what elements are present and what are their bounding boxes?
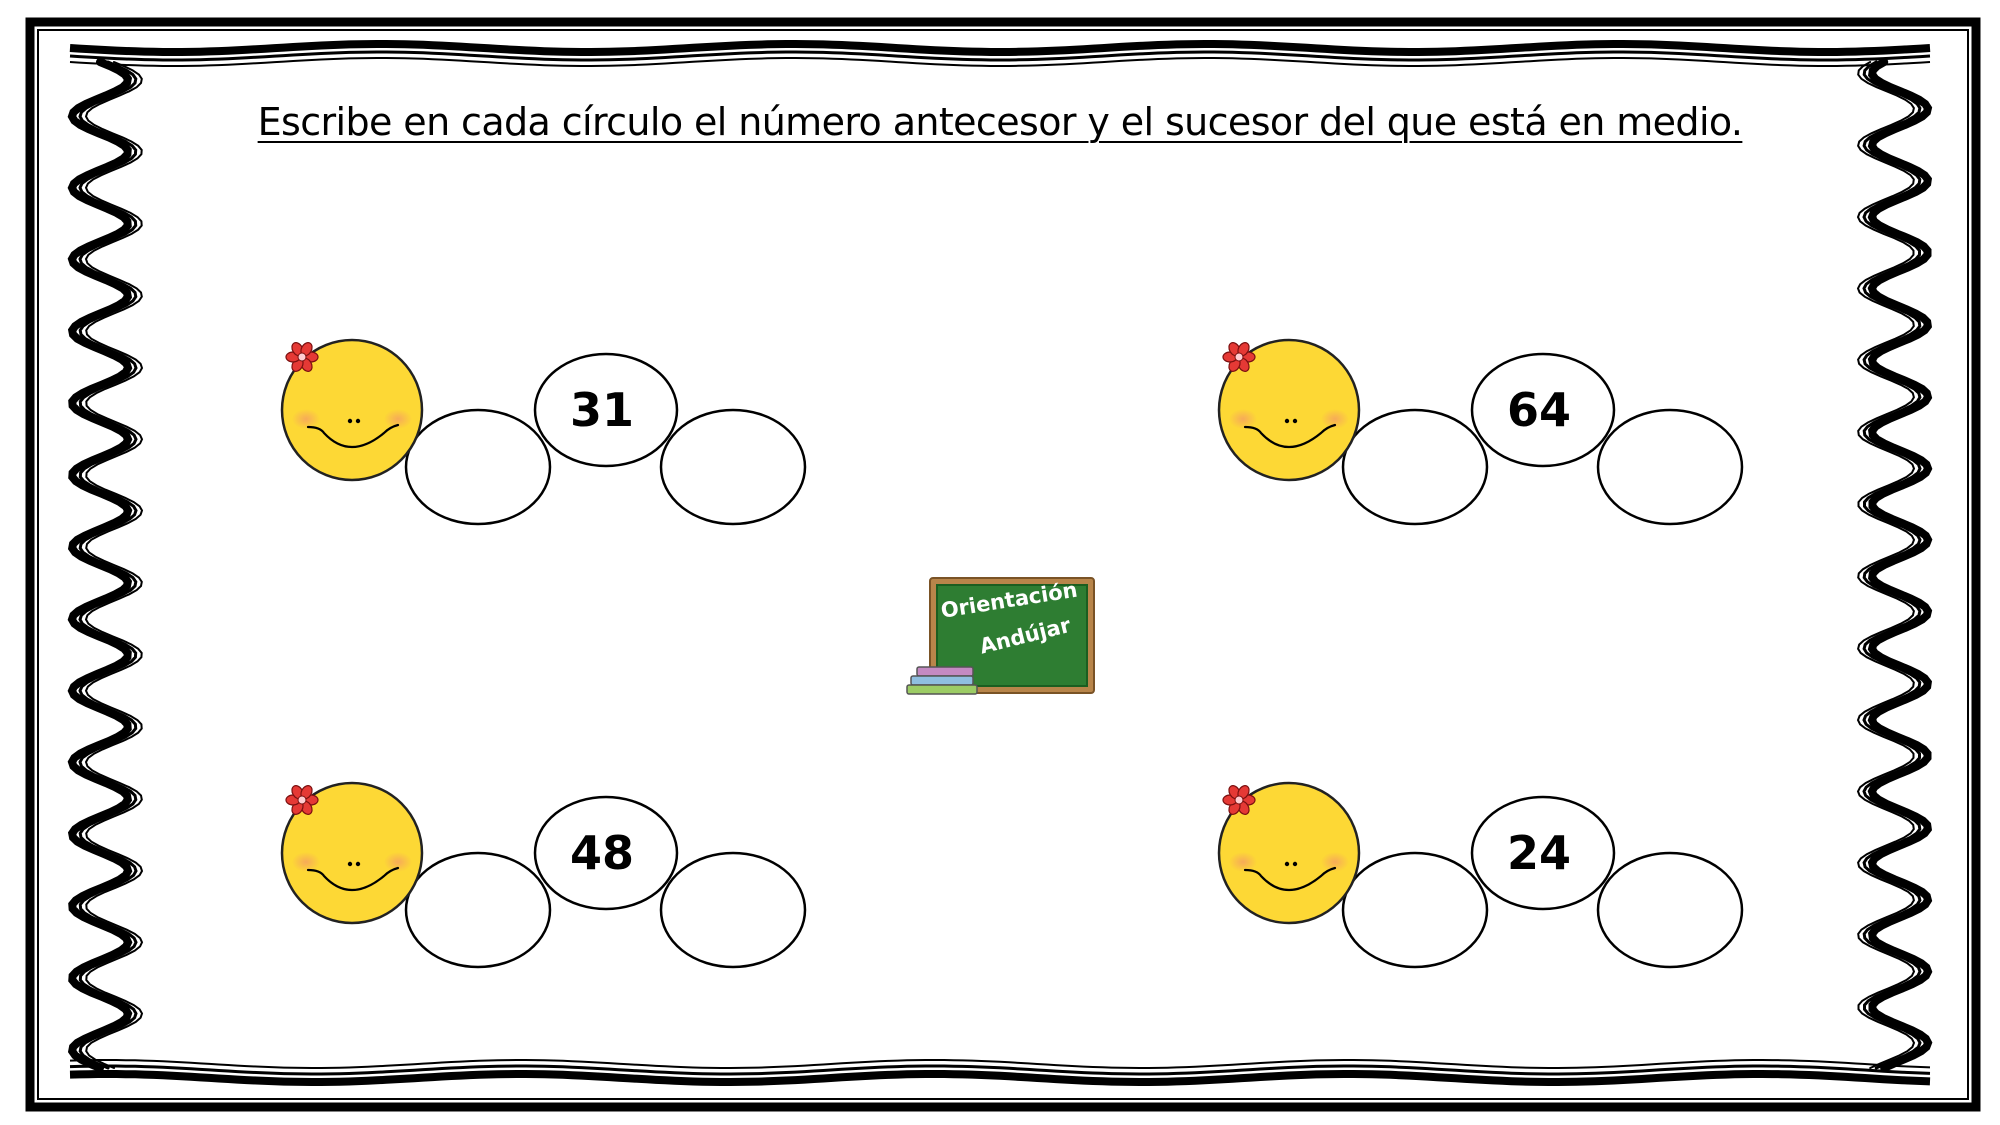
flower-icon: [285, 785, 319, 815]
flower-icon: [1222, 785, 1256, 815]
instruction-text: Escribe en cada círculo el número antece…: [257, 100, 1743, 144]
middle-number: 24: [1506, 826, 1571, 880]
middle-number: 64: [1506, 383, 1571, 437]
caterpillar-drawing: [1217, 338, 1744, 526]
successor-circle[interactable]: [1597, 852, 1743, 968]
predecessor-circle[interactable]: [405, 409, 551, 525]
exercise-1: 31: [280, 335, 840, 565]
flower-icon: [285, 342, 319, 372]
exercise-3: 48: [280, 778, 840, 1008]
successor-circle[interactable]: [660, 852, 806, 968]
successor-circle[interactable]: [660, 409, 806, 525]
middle-number: 48: [569, 826, 634, 880]
smiley-face-icon: [280, 781, 424, 925]
caterpillar-drawing: [280, 781, 807, 969]
successor-circle[interactable]: [1597, 409, 1743, 525]
predecessor-circle[interactable]: [1342, 409, 1488, 525]
chalkboard-icon: [906, 577, 1095, 695]
caterpillar-drawing: [1217, 781, 1744, 969]
predecessor-circle[interactable]: [1342, 852, 1488, 968]
smiley-face-icon: [1217, 781, 1361, 925]
smiley-face-icon: [280, 338, 424, 482]
orientacion-andujar-logo: Orientación Andújar: [905, 575, 1095, 700]
exercise-4: 24: [1217, 778, 1777, 1008]
predecessor-circle[interactable]: [405, 852, 551, 968]
caterpillar-drawing: [280, 338, 807, 526]
middle-number: 31: [569, 383, 634, 437]
books-icon: [906, 666, 978, 695]
exercise-2: 64: [1217, 335, 1777, 565]
flower-icon: [1222, 342, 1256, 372]
smiley-face-icon: [1217, 338, 1361, 482]
